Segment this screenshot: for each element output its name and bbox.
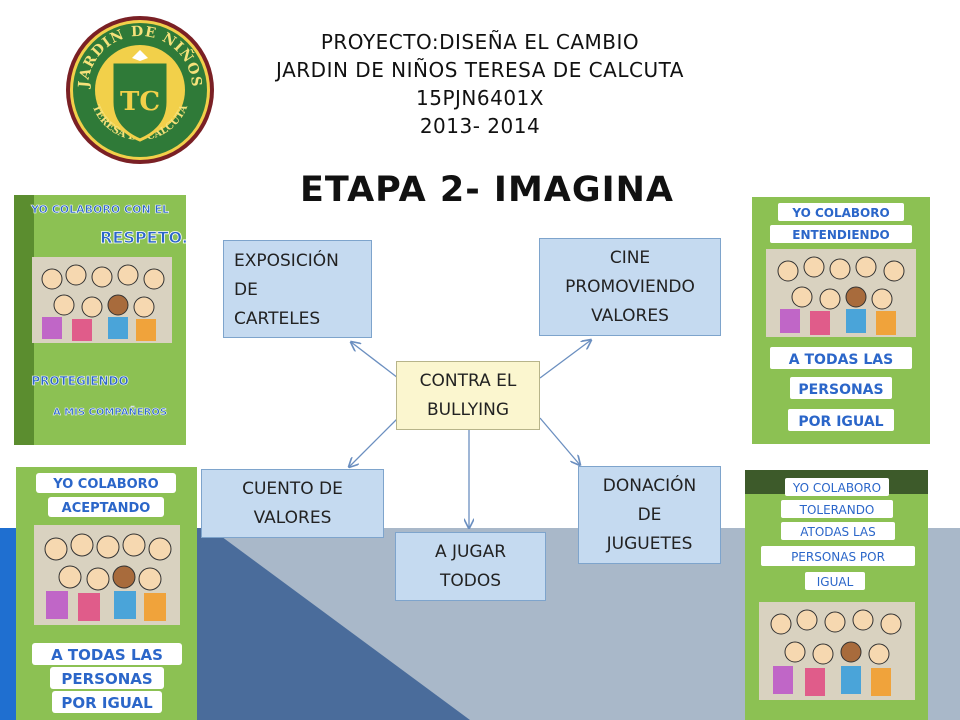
arrow-to-donacion [539, 417, 580, 465]
arrow-to-cine [539, 340, 591, 379]
logo-initials: TC [120, 87, 160, 117]
school-year: 2013- 2014 [419, 114, 541, 138]
cuento-line1: CUENTO DE [242, 479, 343, 499]
jugar-line2: TODOS [439, 571, 502, 591]
stage-title: ETAPA 2- IMAGINA [300, 170, 674, 210]
donacion-line3: JUGUETES [606, 534, 693, 554]
donacion-line1: DONACIÓN [602, 476, 697, 496]
arrow-to-cuento [349, 417, 399, 467]
center-line2: BULLYING [426, 400, 510, 420]
children-illustration [777, 256, 905, 335]
exposicion-line3: CARTELES [234, 309, 321, 329]
project-title: PROYECTO:DISEÑA EL CAMBIO [320, 30, 640, 54]
poster-bl-line4: PERSONAS [61, 670, 152, 688]
poster-br-line3: ATODAS LAS [800, 525, 876, 539]
poster-bl-line2: ACEPTANDO [62, 501, 151, 516]
poster-bl-line1: YO COLABORO [52, 477, 159, 492]
exposicion-box: EXPOSICIÓN DE CARTELES [223, 240, 372, 338]
poster-bottom-right: YO COLABORO TOLERANDO ATODAS LAS PERSONA… [745, 470, 928, 720]
poster-br-line2: TOLERANDO [799, 503, 875, 517]
poster-tr-line5: POR IGUAL [798, 414, 883, 430]
poster-tr-line2: ENTENDIENDO [792, 228, 890, 242]
school-name: JARDIN DE NIÑOS TERESA DE CALCUTA [276, 58, 684, 82]
dove-icon [132, 50, 148, 61]
poster-br-line4: PERSONAS POR [791, 550, 885, 564]
exposicion-line1: EXPOSICIÓN [234, 251, 339, 271]
poster-tl-line1: YO COLABORO CON EL [30, 203, 169, 216]
cine-line1: CINE [609, 248, 651, 268]
poster-top-left: YO COLABORO CON EL RESPETO. PROTEGIENDO … [14, 195, 186, 445]
poster-tr-line4: PERSONAS [798, 382, 883, 398]
school-code: 15PJN6401X [416, 86, 544, 110]
poster-tl-line2: RESPETO. [100, 228, 186, 247]
poster-top-right: YO COLABORO ENTENDIENDO A TODAS LAS PERS… [752, 197, 930, 444]
project-header: PROYECTO:DISEÑA EL CAMBIO JARDIN DE NIÑO… [210, 28, 750, 140]
poster-tl-line3: PROTEGIENDO [31, 374, 128, 388]
center-box-bullying: CONTRA EL BULLYING [396, 361, 540, 430]
poster-tr-line1: YO COLABORO [791, 206, 889, 220]
center-line1: CONTRA EL [419, 371, 517, 391]
cine-line3: VALORES [591, 306, 669, 326]
poster-bl-line3: A TODAS LAS [51, 646, 163, 664]
poster-tr-line3: A TODAS LAS [789, 352, 893, 368]
donacion-line2: DE [637, 505, 662, 525]
children-illustration [41, 264, 165, 341]
poster-br-line1: YO COLABORO [792, 481, 881, 495]
poster-br-line5: IGUAL [817, 575, 854, 589]
children-illustration [44, 533, 172, 621]
cine-box: CINE PROMOVIENDO VALORES [539, 238, 721, 336]
poster-bl-line5: POR IGUAL [61, 694, 153, 712]
jugar-box: A JUGAR TODOS [395, 532, 546, 601]
school-logo: JARDIN DE NIÑOS TERESA DE CALCUTA TC [62, 0, 218, 176]
poster-tl-line4: A MIS COMPAÑEROS [53, 405, 167, 418]
poster-bottom-left: YO COLABORO ACEPTANDO A TODAS LAS PERSON… [16, 467, 197, 720]
cine-line2: PROMOVIENDO [565, 277, 695, 297]
donacion-box: DONACIÓN DE JUGUETES [578, 466, 721, 564]
exposicion-line2: DE [234, 280, 258, 300]
children-illustration [770, 609, 902, 696]
arrow-to-exposicion [351, 342, 399, 379]
cuento-box: CUENTO DE VALORES [201, 469, 384, 538]
jugar-line1: A JUGAR [434, 542, 507, 562]
cuento-line2: VALORES [253, 508, 332, 528]
